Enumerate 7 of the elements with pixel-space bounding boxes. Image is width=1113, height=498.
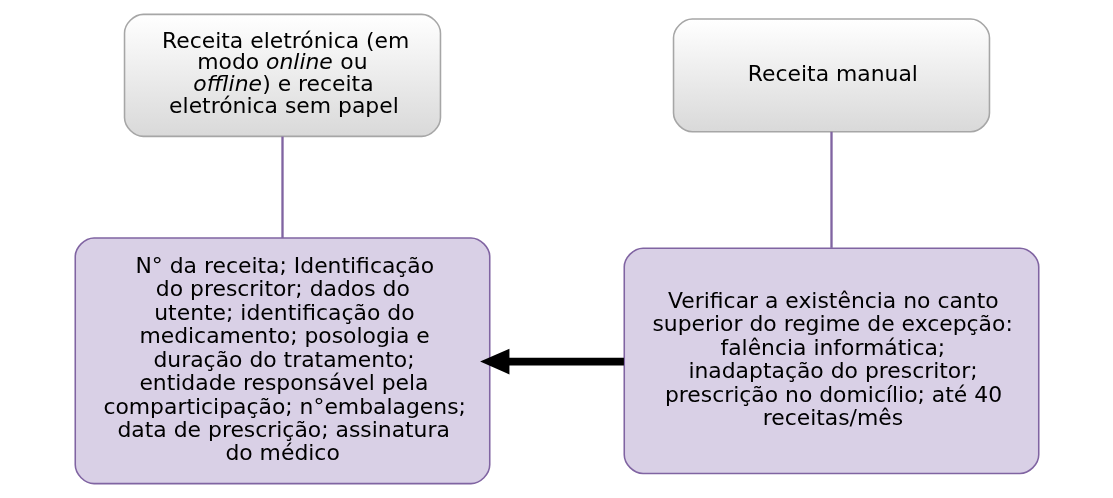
connector: [829, 131, 833, 248]
node-box: N° da receita; Identificação do prescritor; dados do utente; identificação do medicamento; posologia e duração do tratamento; entidade responsável pela comparticipação; n°embalagens; data de prescrição; assinatura do médico: [74, 237, 490, 485]
node-box: Verificar a existência no canto superior do regime de excepção: falência informática; inadaptação do prescritor; prescrição no domicílio; até 40 receitas/mês: [623, 247, 1039, 475]
connector: [280, 136, 284, 239]
arrow: [479, 348, 624, 375]
node-box: Receita manual: [672, 18, 990, 133]
node-box: Receita eletrónica (em modo online ou offline) e receita eletrónica sem papel: [123, 13, 441, 138]
